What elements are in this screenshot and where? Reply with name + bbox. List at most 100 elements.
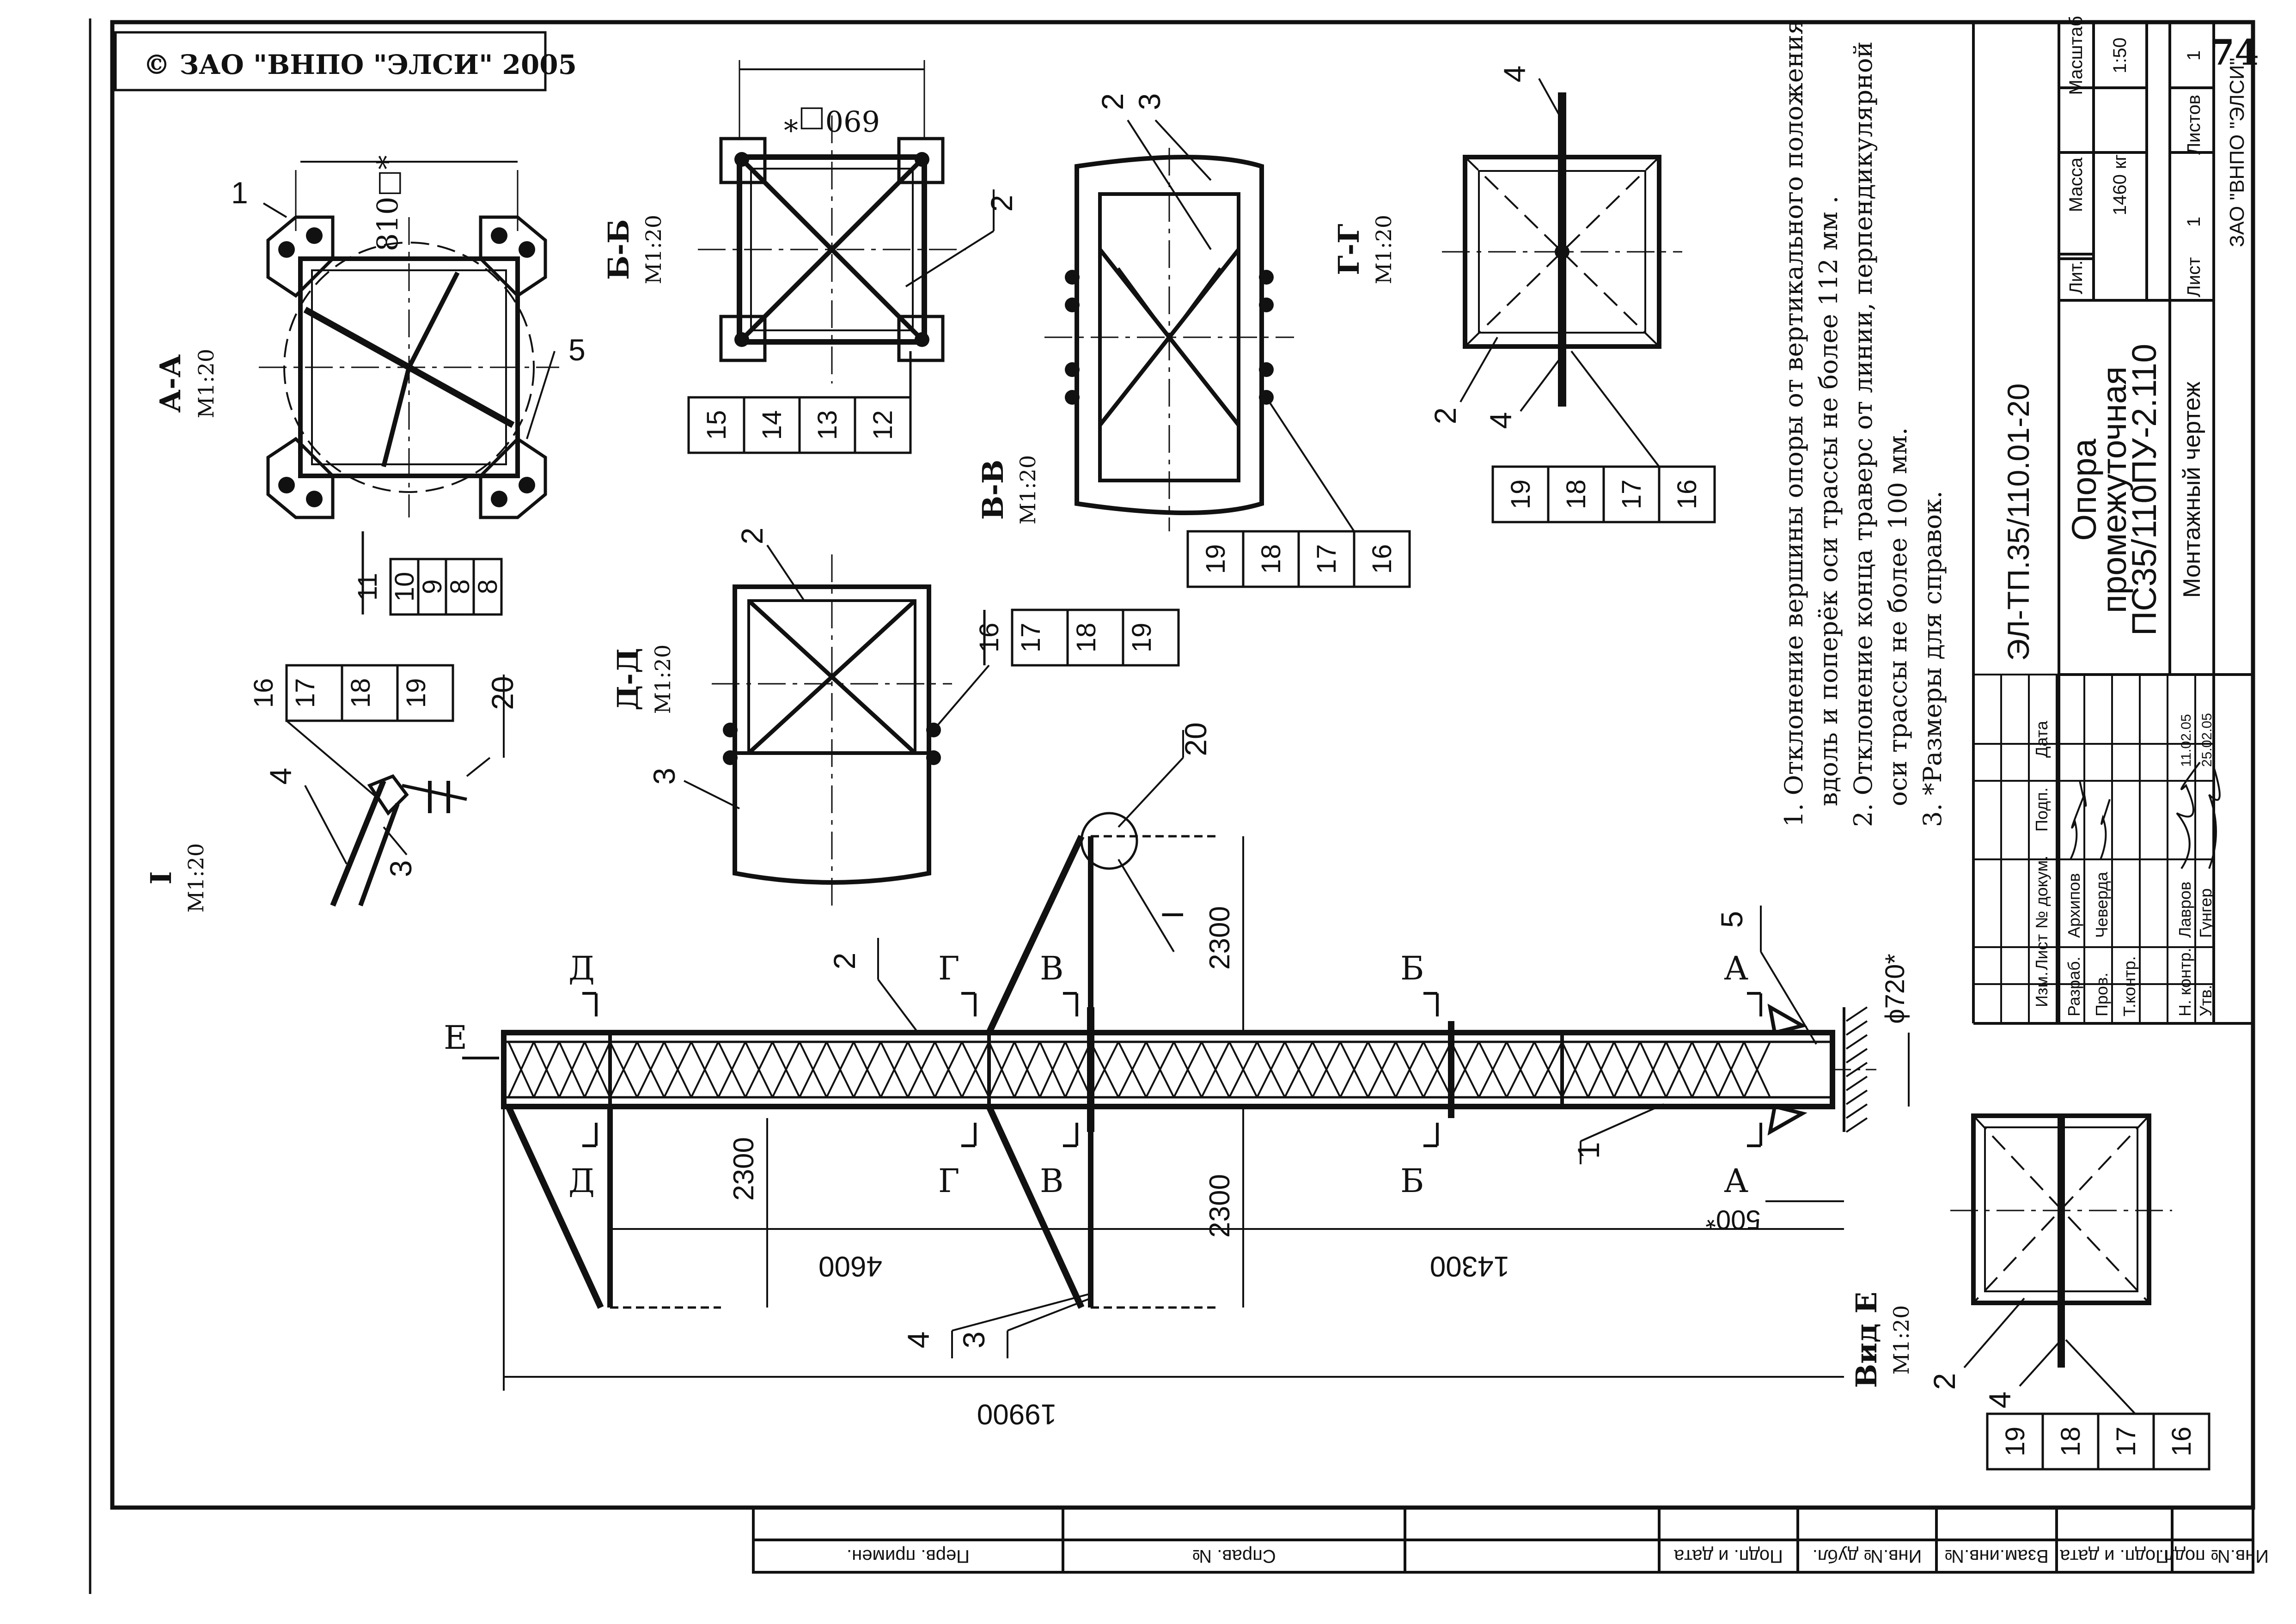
copyright-text: © ЗАО "ВНПО "ЭЛСИ" 2005 [143, 49, 577, 80]
ve-title: Вид Е [1850, 1292, 1883, 1388]
svg-text:16: 16 [2167, 1427, 2197, 1457]
note-line-2: вдоль и поперёк оси трассы не более 112 … [1814, 196, 1843, 806]
tb-hdr-lit: Лит. [2066, 260, 2086, 294]
tb-mass: 1460 кг [2110, 154, 2130, 215]
svg-text:18: 18 [1256, 544, 1286, 574]
note-line-4: оси трассы не более 100 мм. [1883, 427, 1912, 806]
i-title: I [144, 871, 178, 884]
aa-title: А-А [153, 354, 187, 413]
gg-scale: М1:20 [1371, 215, 1396, 284]
gg-leader-4-bottom: 4 [1484, 412, 1518, 429]
note-line-5: 3. *Размеры для справок. [1918, 491, 1947, 827]
svg-text:В: В [1040, 1162, 1063, 1200]
svg-text:19: 19 [1201, 544, 1231, 574]
svg-text:16: 16 [249, 678, 279, 708]
gg-title: Г-Г [1332, 224, 1366, 275]
dim-2300-left: 2300 [728, 1137, 760, 1201]
svg-text:Е: Е [444, 1019, 467, 1057]
svg-text:8: 8 [473, 579, 503, 594]
svg-text:16: 16 [974, 623, 1004, 653]
dim-720: ϕ720* [1880, 954, 1910, 1024]
callout-table-bb: 15 14 13 12 [687, 351, 912, 454]
dd-leader-2: 2 [735, 528, 769, 545]
dd-scale: М1:20 [650, 645, 675, 714]
dd-title: Д-Д [611, 648, 645, 711]
svg-text:Г: Г [938, 949, 959, 987]
dim-14300: 14300 [1430, 1250, 1509, 1282]
gg-leader-2: 2 [1428, 408, 1462, 425]
tb-name-5: Лавров [2175, 882, 2194, 938]
strip-podp-data-2: Подп. и дата [1673, 1546, 1783, 1566]
tb-sheets-no: 1 [2184, 50, 2204, 61]
callout-table-vv: 19 18 17 16 [1186, 530, 1411, 588]
bottom-strip: Инв.№ подл. Подп. и дата Взам.инв.№ Инв.… [752, 1506, 2269, 1574]
tb-name-3: ПС35/110ПУ-2.110 [2125, 344, 2163, 636]
dd-leader-3: 3 [647, 768, 681, 785]
svg-text:19: 19 [2000, 1427, 2030, 1457]
pole-detail-ref-i: I [1155, 911, 1190, 919]
cut-g-top: Г [938, 949, 977, 1016]
pole-main-view [501, 812, 1876, 1309]
aa-dim-text: 810□* [371, 155, 404, 251]
svg-text:15: 15 [702, 410, 732, 440]
cut-v-top: В [1040, 949, 1078, 1016]
tb-scale: 1:50 [2110, 37, 2130, 73]
tb-role-grid [1972, 674, 2215, 1024]
svg-text:Г: Г [938, 1162, 959, 1200]
cut-d-top: Д [568, 949, 598, 1016]
callout-table-gg: 19 18 17 16 [1491, 465, 1716, 523]
title-block: ЭЛ-ТП.35/110.01-20 Опора промежуточная П… [1972, 16, 2259, 1025]
i-leader-4: 4 [263, 768, 298, 785]
dim-2300-upper: 2300 [1204, 906, 1236, 970]
strip-vzam-inv: Взам.инв.№ [1944, 1546, 2049, 1566]
i-leader-20: 20 [485, 676, 519, 710]
svg-text:18: 18 [346, 678, 376, 708]
pole-leader-4: 4 [901, 1332, 935, 1349]
signature-2 [2100, 799, 2111, 860]
tb-col-sign: Подп. [2032, 787, 2051, 832]
tb-sheet-no: 1 [2184, 217, 2204, 227]
strip-sprav: Справ. № [1192, 1546, 1276, 1566]
svg-text:16: 16 [1367, 544, 1397, 574]
svg-text:17: 17 [1312, 544, 1342, 574]
pole-leader-2: 2 [827, 953, 861, 970]
tb-name-1: Архипов [2064, 873, 2083, 938]
signature-1 [2070, 780, 2087, 860]
bb-title: Б-Б [602, 219, 635, 280]
dim-2300-lower: 2300 [1204, 1174, 1236, 1238]
ve-leader-4: 4 [1983, 1392, 2017, 1409]
vv-leader-2: 2 [1095, 93, 1130, 110]
callout-table-i: 16 17 18 19 [249, 664, 454, 722]
svg-text:18: 18 [1071, 623, 1101, 653]
dim-500: 500* [1705, 1204, 1760, 1235]
aa-scale: М1:20 [194, 349, 219, 418]
i-scale: М1:20 [183, 843, 208, 912]
tb-page-number: 74 [2210, 32, 2259, 73]
aa-leader-1: 1 [231, 176, 248, 210]
tb-col-list: Лист [2032, 934, 2051, 970]
ve-scale: М1:20 [1889, 1305, 1914, 1375]
tb-name-6: Гунгер [2196, 888, 2215, 938]
cut-a-top: А [1724, 949, 1762, 1016]
signature-4 [2208, 766, 2221, 869]
svg-text:Б: Б [1400, 949, 1424, 987]
dim-4600: 4600 [818, 1250, 882, 1282]
aa-leader-5: 5 [568, 333, 586, 367]
tb-name-1: Опора [2065, 438, 2103, 541]
note-line-3: 2. Отклонение конца траверс от линии, пе… [1849, 41, 1878, 827]
svg-text:17: 17 [1016, 623, 1046, 653]
svg-text:19: 19 [1127, 623, 1157, 653]
tb-name-2: Чеверда [2092, 871, 2111, 938]
tb-org: ЗАО "ВНПО "ЭЛСИ" [2226, 58, 2248, 247]
cut-v-bottom: В [1040, 1123, 1078, 1200]
dimension-lines: 2300 2300 2300 4600 14300 19900 500* ϕ72… [503, 836, 1910, 1430]
pole-lattice [507, 1041, 1771, 1098]
ve-leader-2: 2 [1927, 1373, 1961, 1390]
view-e-mark: Е [444, 1019, 499, 1059]
callout-table-aa: 11 10 9 8 8 [353, 531, 503, 616]
svg-text:12: 12 [868, 410, 898, 440]
svg-text:Б: Б [1400, 1162, 1424, 1200]
cut-g-bottom: Г [938, 1123, 977, 1200]
svg-text:А: А [1724, 1162, 1748, 1200]
